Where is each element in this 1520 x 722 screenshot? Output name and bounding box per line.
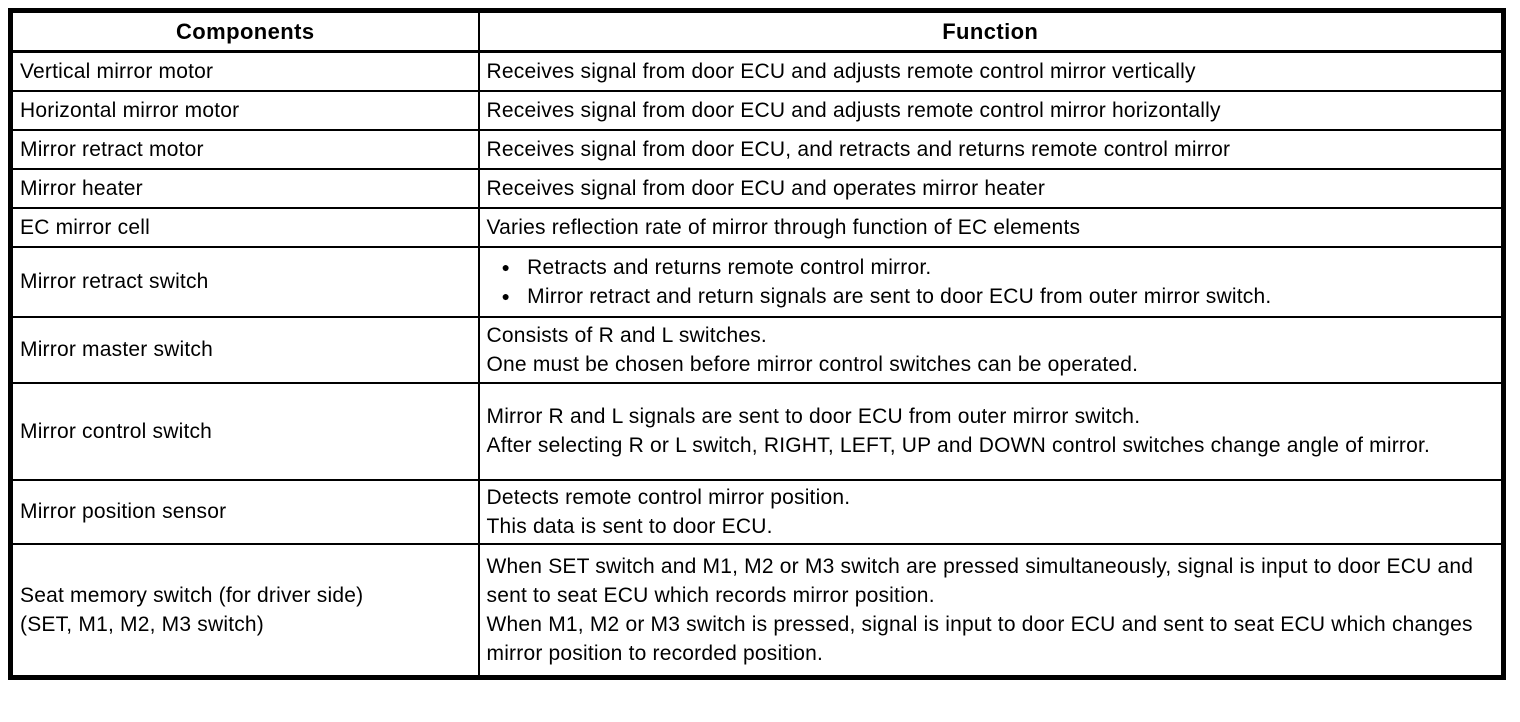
bullet-icon: ● [501, 258, 511, 275]
function-cell: Consists of R and L switches. One must b… [477, 315, 1505, 384]
function-line: Receives signal from door ECU, and retra… [486, 137, 1231, 161]
table-row: Mirror retract motor Receives signal fro… [9, 128, 1505, 170]
component-name: Mirror master switch [20, 338, 214, 361]
component-name: Mirror retract switch [20, 270, 209, 293]
table-row: Mirror master switch Consists of R and L… [9, 315, 1505, 384]
component-cell: Mirror retract switch [9, 245, 480, 318]
component-name-line2: (SET, M1, M2, M3 switch) [20, 612, 265, 636]
table-row: Horizontal mirror motor Receives signal … [9, 89, 1505, 131]
function-line: After selecting R or L switch, RIGHT, LE… [486, 434, 1431, 457]
component-cell: Mirror control switch [9, 381, 480, 481]
function-cell: Receives signal from door ECU and operat… [477, 167, 1505, 209]
function-cell: Receives signal from door ECU and adjust… [477, 89, 1505, 131]
component-name: Vertical mirror motor [20, 59, 214, 83]
component-name: EC mirror cell [20, 215, 150, 239]
table-row: Mirror heater Receives signal from door … [9, 167, 1505, 209]
header-function: Function [477, 9, 1505, 53]
function-line: Detects remote control mirror position. [486, 485, 851, 509]
component-name: Seat memory switch (for driver side) [20, 583, 364, 607]
function-line: This data is sent to door ECU. [486, 514, 773, 538]
component-name: Mirror position sensor [20, 500, 227, 523]
component-cell: Mirror position sensor [9, 478, 480, 545]
bullet-item: ● Retracts and returns remote control mi… [487, 253, 1494, 282]
component-name: Mirror retract motor [20, 137, 204, 161]
function-cell: Varies reflection rate of mirror through… [477, 206, 1505, 248]
table-header-row: Components Function [9, 9, 1505, 53]
function-line: When M1, M2 or M3 switch is pressed, sig… [486, 612, 1473, 665]
function-line: One must be chosen before mirror control… [486, 352, 1139, 376]
component-cell: Seat memory switch (for driver side) (SE… [9, 542, 480, 679]
function-line: When SET switch and M1, M2 or M3 switch … [486, 554, 1474, 607]
function-cell: When SET switch and M1, M2 or M3 switch … [477, 542, 1505, 679]
function-cell: Receives signal from door ECU and adjust… [477, 50, 1505, 92]
component-name: Mirror control switch [20, 419, 213, 443]
component-cell: Vertical mirror motor [9, 50, 480, 92]
function-cell: ● Retracts and returns remote control mi… [477, 245, 1505, 318]
table-row: Mirror control switch Mirror R and L sig… [9, 381, 1505, 481]
function-line: Consists of R and L switches. [486, 323, 767, 347]
component-name: Mirror heater [20, 176, 143, 200]
components-function-table: Components Function Vertical mirror moto… [8, 8, 1506, 680]
function-line: Receives signal from door ECU and operat… [486, 176, 1046, 200]
header-components: Components [9, 9, 480, 53]
function-cell: Receives signal from door ECU, and retra… [477, 128, 1505, 170]
table-row: Vertical mirror motor Receives signal fr… [9, 50, 1505, 92]
component-cell: Horizontal mirror motor [9, 89, 480, 131]
table-row: Mirror retract switch ● Retracts and ret… [9, 245, 1505, 318]
function-bullet-text: Mirror retract and return signals are se… [527, 284, 1272, 308]
bullet-item: ● Mirror retract and return signals are … [487, 282, 1494, 311]
function-cell: Mirror R and L signals are sent to door … [477, 381, 1505, 481]
function-cell: Detects remote control mirror position. … [477, 478, 1505, 545]
table-row: Mirror position sensor Detects remote co… [9, 478, 1505, 545]
component-cell: Mirror heater [9, 167, 480, 209]
function-bullet-text: Retracts and returns remote control mirr… [527, 255, 932, 279]
table-row: EC mirror cell Varies reflection rate of… [9, 206, 1505, 248]
function-line: Receives signal from door ECU and adjust… [486, 98, 1221, 122]
component-cell: Mirror retract motor [9, 128, 480, 170]
component-cell: EC mirror cell [9, 206, 480, 248]
function-line: Receives signal from door ECU and adjust… [486, 59, 1196, 83]
component-cell: Mirror master switch [9, 315, 480, 384]
function-line: Mirror R and L signals are sent to door … [486, 405, 1141, 428]
bullet-icon: ● [501, 287, 511, 304]
table-row: Seat memory switch (for driver side) (SE… [9, 542, 1505, 679]
function-line: Varies reflection rate of mirror through… [486, 215, 1081, 239]
component-name: Horizontal mirror motor [20, 98, 240, 122]
